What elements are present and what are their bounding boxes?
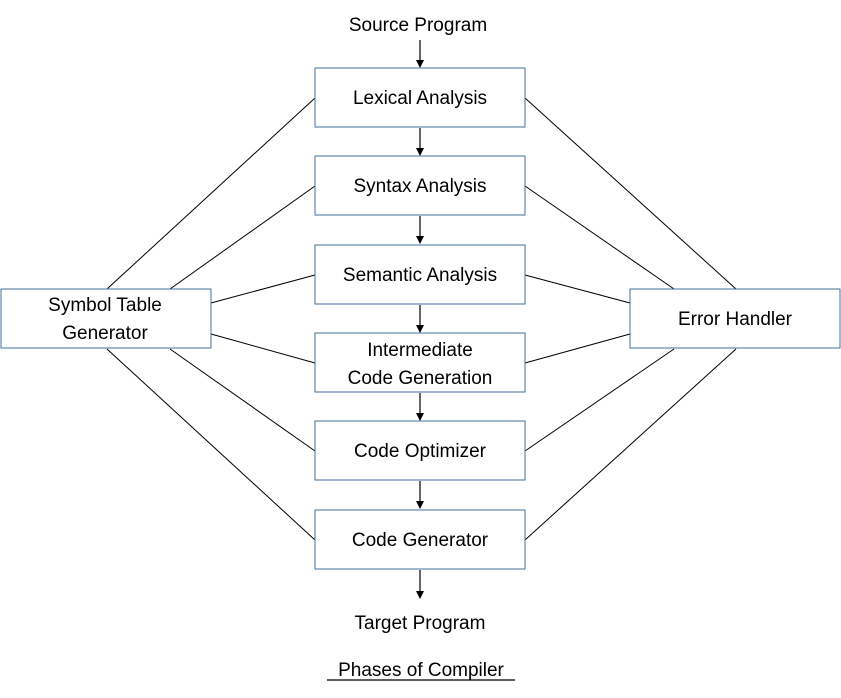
connector-symbol-generator [106, 348, 316, 541]
phase-box-code-generator: Code Generator [314, 509, 526, 570]
symbol-table-connectors [106, 97, 316, 541]
phase-box-syntax-analysis: Syntax Analysis [314, 155, 526, 216]
phase-label-code-optimizer: Code Optimizer [354, 441, 487, 462]
error-handler-label: Error Handler [678, 309, 793, 330]
connector-symbol-lexical [106, 97, 316, 290]
symbol-table-label-line-1: Symbol Table [48, 295, 162, 316]
target-program-label: Target Program [355, 613, 486, 634]
connector-symbol-syntax [169, 185, 316, 290]
diagram-caption: Phases of Compiler [338, 660, 504, 681]
phase-label-syntax-analysis: Syntax Analysis [353, 176, 486, 197]
phase-box-semantic-analysis: Semantic Analysis [314, 244, 526, 305]
phase-label-lexical-analysis: Lexical Analysis [353, 88, 487, 109]
phase-box-intermediate-code-generation: Intermediate Code Generation [314, 332, 526, 393]
connector-error-semantic [524, 274, 631, 304]
error-handler-connectors [524, 97, 737, 541]
connector-symbol-optimizer [169, 348, 316, 452]
phase-label-code-generator: Code Generator [352, 530, 489, 551]
source-program-label: Source Program [349, 15, 487, 36]
symbol-table-generator-box: Symbol Table Generator [0, 288, 212, 349]
phase-label-intermediate-line-2: Code Generation [348, 368, 493, 389]
connector-symbol-intermediate [210, 333, 316, 364]
phase-label-semantic-analysis: Semantic Analysis [343, 265, 497, 286]
connector-error-intermediate [524, 333, 631, 364]
connector-error-optimizer [524, 348, 675, 452]
phase-box-code-optimizer: Code Optimizer [314, 420, 526, 481]
connector-error-lexical [524, 97, 737, 290]
error-handler-box: Error Handler [629, 288, 841, 349]
connector-error-generator [524, 348, 737, 541]
connector-symbol-semantic [210, 274, 316, 304]
phase-box-lexical-analysis: Lexical Analysis [314, 67, 526, 128]
symbol-table-label-line-2: Generator [62, 323, 148, 344]
phase-label-intermediate-line-1: Intermediate [367, 340, 473, 361]
connector-error-syntax [524, 185, 675, 290]
